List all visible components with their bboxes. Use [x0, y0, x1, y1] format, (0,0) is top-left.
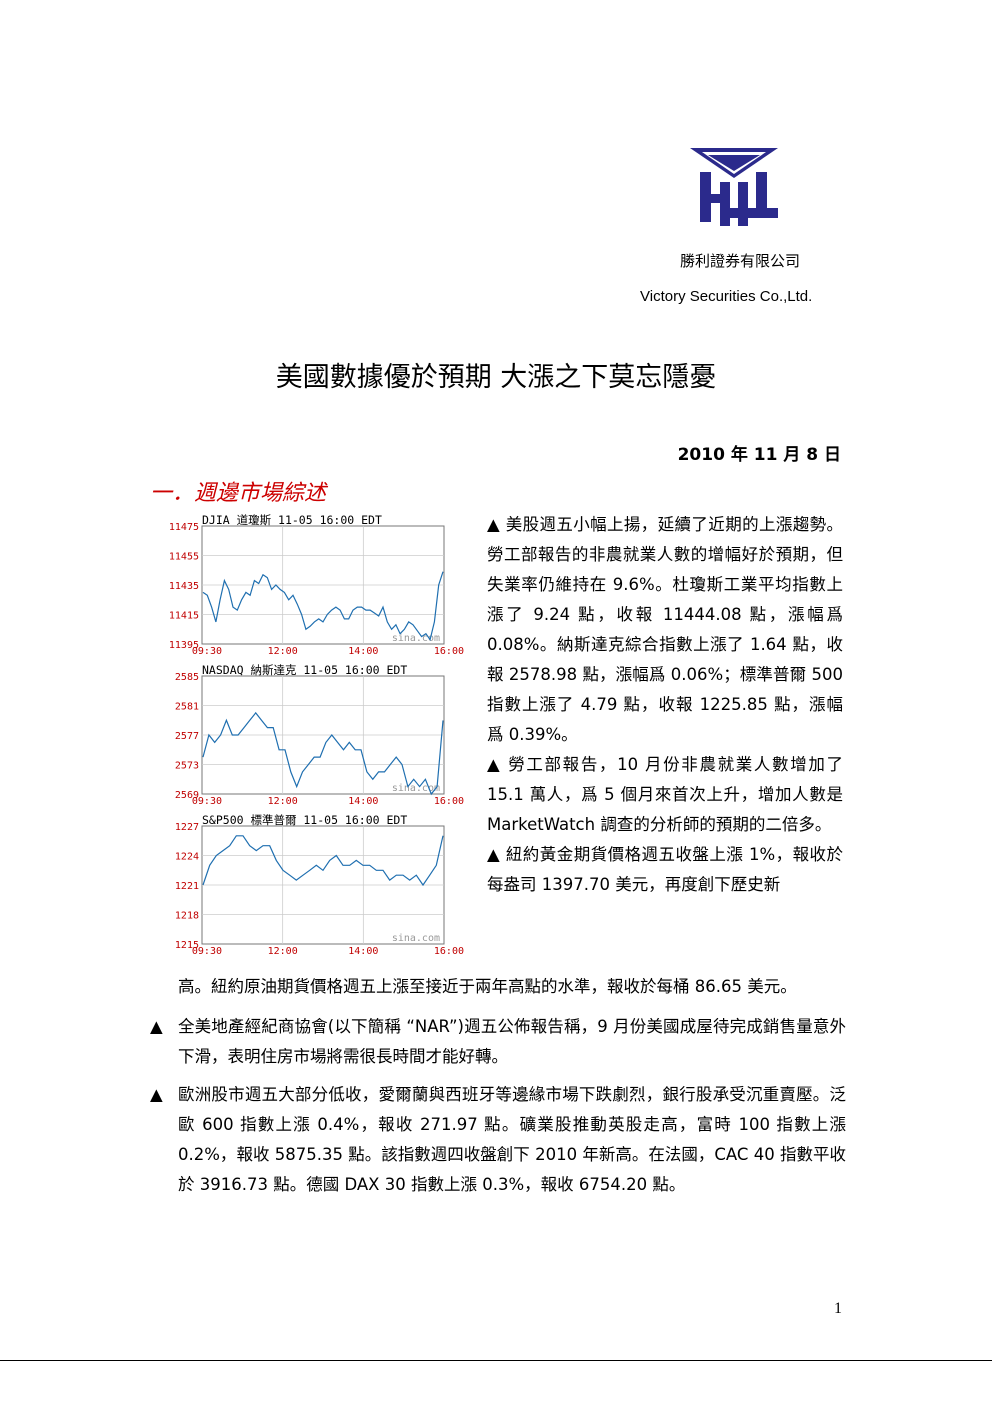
chart-watermark: sina.com: [392, 783, 440, 794]
company-logo-icon: [690, 148, 778, 226]
paragraph-employment: ▲ 勞工部報告，10 月份非農就業人數增加了 15.1 萬人，爲 5 個月來首次…: [487, 755, 843, 834]
chart-y-tick-label: 2573: [175, 761, 199, 772]
paragraph-us-stocks: ▲ 美股週五小幅上揚，延續了近期的上漲趨勢。勞工部報告的非農就業人數的增幅好於預…: [487, 515, 843, 744]
chart-watermark: sina.com: [392, 633, 440, 644]
chart-y-tick-label: 2569: [175, 790, 199, 801]
chart-y-tick-label: 11455: [169, 552, 199, 563]
chart-y-tick-label: 11395: [169, 640, 199, 651]
chart-x-tick-label: 16:00: [434, 646, 464, 657]
chart-x-tick-label: 14:00: [348, 646, 378, 657]
paragraph-europe: ▲ 歐洲股市週五大部分低收，愛爾蘭與西班牙等邊緣市場下跌劇烈，銀行股承受沉重賣壓…: [150, 1080, 846, 1200]
chart-y-tick-label: 1227: [175, 822, 199, 833]
chart-y-tick-label: 1215: [175, 940, 199, 951]
chart-x-tick-label: 14:00: [348, 796, 378, 807]
chart-title: S&P500 標準普爾 11-05 16:00 EDT: [202, 813, 407, 827]
paragraph-europe-text: 歐洲股市週五大部分低收，愛爾蘭與西班牙等邊緣市場下跌劇烈，銀行股承受沉重賣壓。泛…: [178, 1085, 846, 1194]
bullet-triangle-icon: ▲: [150, 1085, 163, 1104]
report-title: 美國數據優於預期 大漲之下莫忘隱憂: [275, 362, 717, 393]
report-date: 2010 年 11 月 8 日: [677, 445, 841, 465]
chart-x-tick-label: 14:00: [348, 946, 378, 957]
chart-x-tick-label: 16:00: [434, 946, 464, 957]
section-heading: 一．週邊市場綜述: [150, 481, 327, 506]
chart-y-tick-label: 2577: [175, 731, 199, 742]
chart-x-tick-label: 09:30: [192, 646, 222, 657]
chart-series-line: [202, 711, 444, 796]
chart-x-tick-label: 09:30: [192, 796, 222, 807]
chart-y-tick-label: 11435: [169, 581, 199, 592]
paragraph-gold-continued: 高。紐約原油期貨價格週五上漲至接近于兩年高點的水準，報收於每桶 86.65 美元…: [178, 977, 797, 996]
chart-y-tick-label: 2585: [175, 672, 199, 683]
chart-x-tick-label: 12:00: [268, 646, 298, 657]
bottom-divider: [0, 1360, 992, 1361]
paragraph-housing: ▲ 全美地產經紀商協會(以下簡稱 “NAR”)週五公佈報告稱，9 月份美國成屋待…: [150, 1012, 846, 1072]
chart-y-tick-label: 1221: [175, 881, 199, 892]
chart-y-tick-label: 11475: [169, 522, 199, 533]
chart-y-tick-label: 2581: [175, 702, 199, 713]
chart-series-line: [202, 835, 444, 887]
chart-x-tick-label: 12:00: [268, 796, 298, 807]
chart-watermark: sina.com: [392, 933, 440, 944]
chart-title: NASDAQ 納斯達克 11-05 16:00 EDT: [202, 663, 407, 677]
chart-series-line: [202, 571, 444, 642]
chart-x-tick-label: 12:00: [268, 946, 298, 957]
bullet-triangle-icon: ▲: [150, 1017, 163, 1036]
paragraph-housing-text: 全美地產經紀商協會(以下簡稱 “NAR”)週五公佈報告稱，9 月份美國成屋待完成…: [178, 1017, 846, 1066]
chart-title: DJIA 道瓊斯 11-05 16:00 EDT: [202, 513, 382, 527]
page-number: 1: [834, 1300, 842, 1317]
chart-y-tick-label: 1218: [175, 911, 199, 922]
chart-y-tick-label: 11415: [169, 611, 199, 622]
company-name-english: Victory Securities Co.,Ltd.: [640, 288, 813, 305]
chart-y-tick-label: 1224: [175, 852, 199, 863]
paragraph-gold-start: ▲ 紐約黃金期貨價格週五收盤上漲 1%，報收於每盎司 1397.70 美元，再度…: [487, 845, 843, 894]
paragraph-group-right: ▲ 美股週五小幅上揚，延續了近期的上漲趨勢。勞工部報告的非農就業人數的增幅好於預…: [487, 510, 843, 900]
chart-x-tick-label: 09:30: [192, 946, 222, 957]
company-name-chinese: 勝利證券有限公司: [680, 252, 801, 270]
chart-x-tick-label: 16:00: [434, 796, 464, 807]
